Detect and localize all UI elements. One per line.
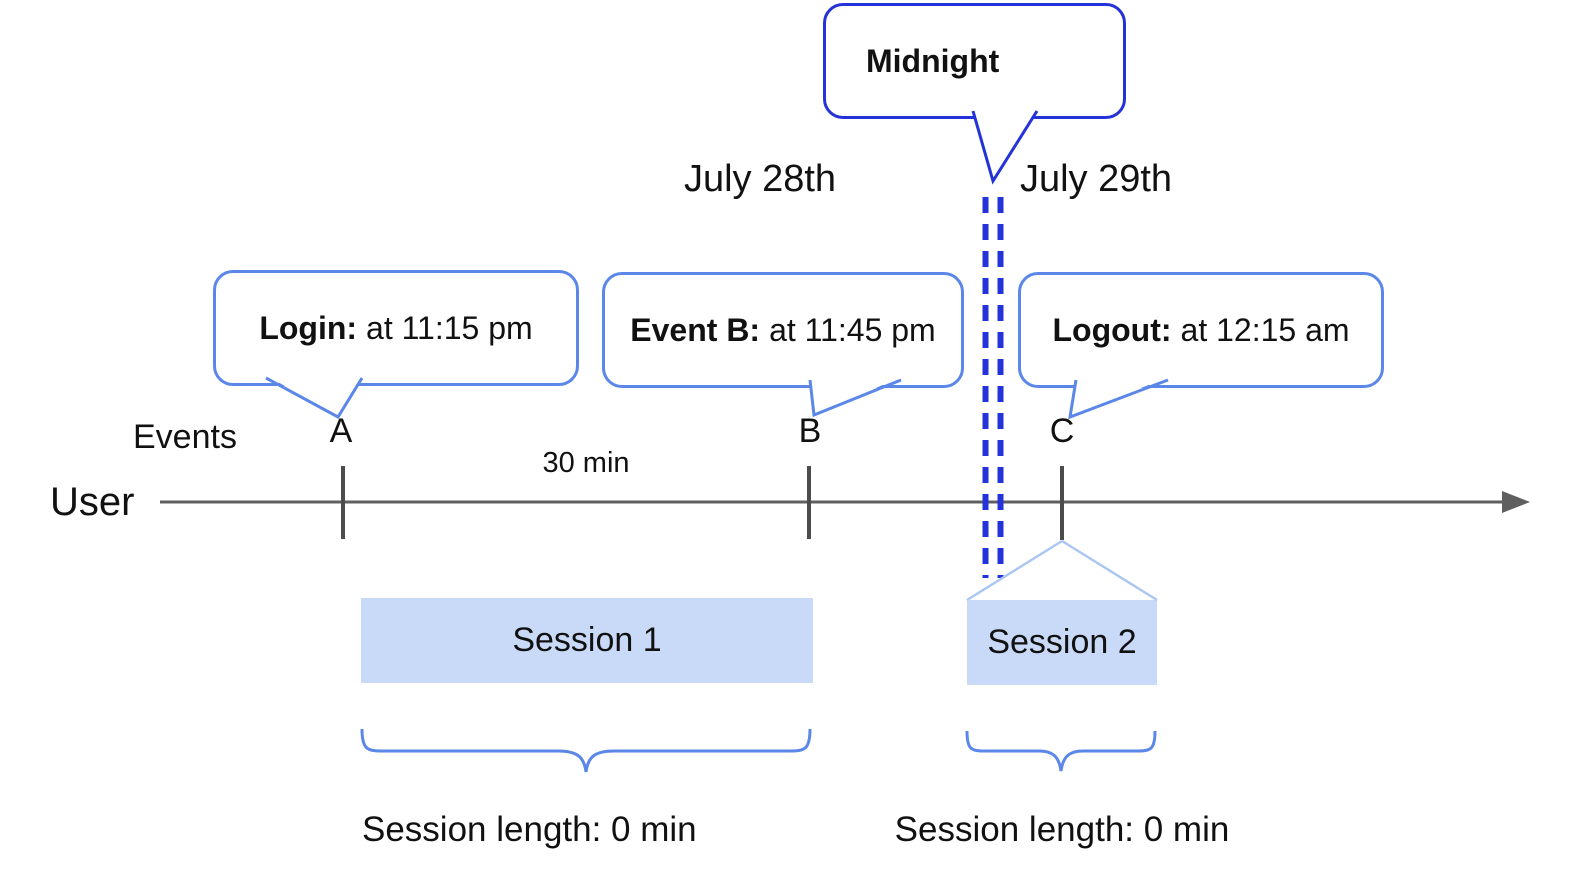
midnight-bubble: Midnight (823, 3, 1126, 119)
session-2-fan-line-left (966, 539, 1063, 602)
session-1-label: Session 1 (512, 621, 662, 659)
session-1-length-label: Session length: 0 min (362, 810, 697, 849)
date-label-july-28: July 28th (683, 158, 837, 200)
session-2-fan-line-right (1061, 539, 1158, 602)
timeline-arrowhead-icon (1502, 491, 1530, 513)
user-row-label: User (50, 480, 135, 524)
session-2-box: Session 2 (967, 600, 1157, 685)
session-2-brace (965, 730, 1157, 772)
logout-bubble-time: at 12:15 am (1180, 311, 1350, 348)
interval-label-30-min: 30 min (542, 447, 630, 479)
login-bubble-time: at 11:15 pm (366, 309, 533, 346)
event-a-label: A (329, 412, 353, 450)
logout-bubble-title: Logout: (1052, 311, 1172, 348)
login-bubble-title: Login: (259, 309, 358, 346)
event-b-bubble-title: Event B: (630, 311, 761, 348)
events-axis-label: Events (133, 418, 237, 456)
logout-bubble: Logout:at 12:15 am (1018, 272, 1384, 388)
event-b-bubble: Event B:at 11:45 pm (602, 272, 964, 388)
event-b-label: B (798, 412, 822, 450)
session-2-label: Session 2 (987, 623, 1137, 661)
event-b-bubble-time: at 11:45 pm (769, 311, 936, 348)
event-c-label: C (1049, 412, 1075, 450)
session-2-length-label: Session length: 0 min (894, 810, 1230, 849)
date-label-july-29: July 29th (1019, 158, 1173, 200)
login-bubble: Login:at 11:15 pm (213, 270, 579, 386)
midnight-bubble-label: Midnight (866, 42, 1000, 79)
session-1-brace (360, 728, 812, 773)
session-1-box: Session 1 (361, 598, 813, 683)
